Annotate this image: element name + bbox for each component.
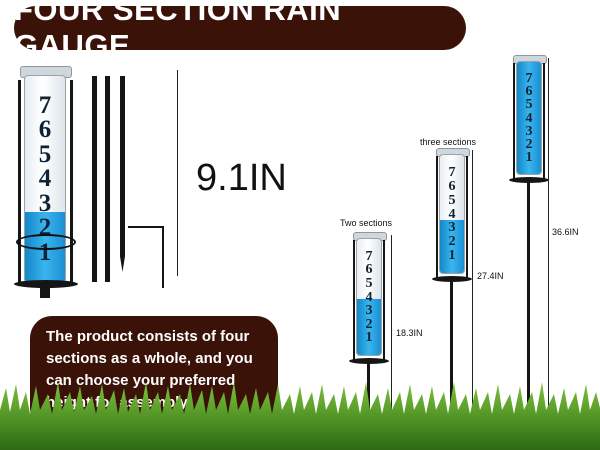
page-title: FOUR SECTION RAIN GAUGE (14, 0, 466, 63)
gauge-tube: 7 6 5 4 3 2 1 (356, 238, 382, 356)
gauge-number: 1 (448, 248, 456, 264)
gauge-water (357, 299, 381, 355)
gauge-number: 6 (525, 84, 533, 100)
holder-bar (466, 156, 468, 278)
holder-bar (353, 240, 355, 360)
grass-blades (0, 382, 600, 450)
holder-bar (383, 240, 385, 360)
holder-base (432, 276, 472, 282)
gauge-tube: 7 6 5 4 3 2 1 (516, 61, 542, 175)
gauge-number: 3 (448, 220, 456, 236)
gauge-scale: 7 6 5 4 3 2 1 (517, 62, 541, 174)
stake-rod (105, 76, 110, 282)
holder-bar (543, 63, 545, 179)
description-text: The product consists of four sections as… (46, 328, 253, 411)
gauge-number: 2 (365, 316, 373, 332)
stake-rod (92, 76, 97, 282)
variant-label-three-sections: three sections (420, 137, 477, 147)
gauge-number: 4 (38, 165, 52, 192)
gauge-number: 4 (448, 206, 456, 222)
gauge-scale: 7 6 5 4 3 2 1 (440, 155, 464, 273)
gauge-number: 7 (448, 164, 456, 180)
gauge-number: 5 (525, 97, 533, 113)
gauge-variant-three: 7 6 5 4 3 2 1 (428, 148, 478, 420)
holder-bar (18, 80, 21, 286)
gauge-scale: 7 6 5 4 3 2 1 (357, 239, 381, 355)
main-measure: 9.1IN (196, 157, 287, 199)
gauge-number: 4 (365, 289, 373, 305)
gauge-number: 4 (525, 110, 533, 126)
holder-bar (513, 63, 515, 179)
gauge-number: 3 (365, 303, 373, 319)
gauge-number: 7 (365, 248, 373, 264)
height-label-two: 18.3IN (396, 328, 423, 338)
stake-hook (132, 226, 164, 288)
holder-base (14, 280, 78, 288)
stake-pole (527, 181, 530, 417)
gauge-water (517, 62, 541, 174)
height-line-four (548, 58, 549, 412)
holder-foot (40, 286, 50, 298)
stake-pole (450, 280, 453, 420)
gauge-water (440, 219, 464, 273)
height-line-two (391, 235, 392, 415)
holder-bar (70, 80, 73, 286)
stake-hook-tip (128, 226, 134, 228)
gauge-number: 6 (365, 262, 373, 278)
gauge-number: 1 (365, 330, 373, 346)
holder-base (349, 358, 389, 364)
gauge-number: 3 (525, 123, 533, 139)
gauge-number: 7 (525, 71, 533, 87)
gauge-scale: 7 6 5 4 3 2 1 (25, 76, 65, 282)
gauge-large: 7 6 5 4 3 2 1 (14, 66, 94, 298)
gauge-variant-two: 7 6 5 4 3 2 1 (345, 232, 395, 432)
gauge-variant-four: 7 6 5 4 3 2 1 (505, 55, 555, 417)
gauge-number: 5 (448, 192, 456, 208)
gauge-number: 3 (38, 189, 52, 217)
gauge-number: 1 (525, 149, 533, 165)
stake-parts (86, 76, 176, 288)
holder-bar (436, 156, 438, 278)
height-label-four: 36.6IN (552, 227, 579, 237)
height-label-three: 27.4IN (477, 271, 504, 281)
gauge-number: 5 (365, 275, 373, 291)
variant-label-two-sections: Two sections (340, 218, 393, 228)
measure-line (177, 70, 178, 276)
height-line-three (472, 150, 473, 412)
gauge-number: 2 (525, 136, 533, 152)
stake-pole (367, 362, 370, 432)
gauge-tube: 7 6 5 4 3 2 1 (439, 154, 465, 274)
holder-ring (16, 234, 76, 250)
gauge-number: 5 (38, 140, 52, 168)
gauge-number: 6 (448, 178, 456, 194)
grass (0, 382, 600, 450)
gauge-tube: 7 6 5 4 3 2 1 (24, 75, 66, 283)
gauge-number: 7 (38, 91, 52, 119)
holder-base (509, 177, 549, 183)
gauge-number: 2 (448, 234, 456, 250)
gauge-number: 6 (38, 116, 52, 143)
stake-rod (120, 76, 125, 272)
